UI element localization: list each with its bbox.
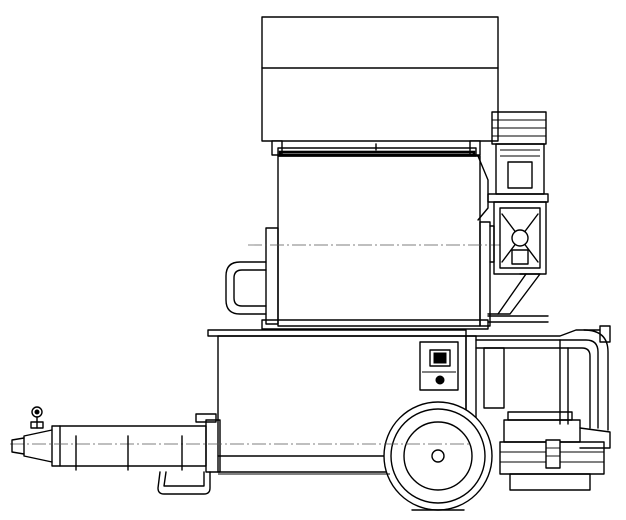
- transport-wheel: [383, 401, 493, 511]
- hopper-lid: [261, 16, 499, 156]
- mixing-drum: [248, 143, 500, 330]
- control-panel: [419, 341, 459, 391]
- support-foot: [157, 471, 211, 495]
- gearbox: [487, 201, 547, 315]
- tow-handle: [475, 325, 611, 431]
- outlet-nozzle: [11, 425, 61, 467]
- pump-barrel: [10, 413, 470, 473]
- pump-drive-housing: [499, 411, 611, 491]
- electric-motor: [477, 111, 549, 221]
- pressure-gauge: [30, 406, 44, 429]
- rear-handle: [225, 261, 267, 315]
